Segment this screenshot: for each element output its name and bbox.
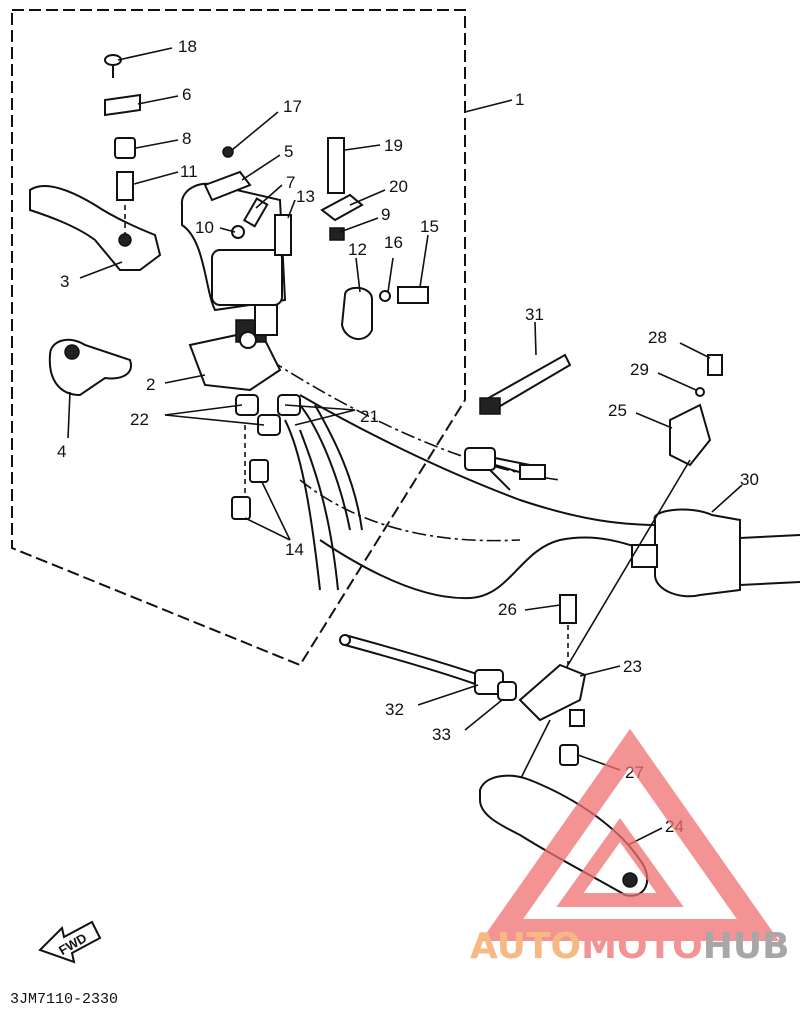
watermark-moto: MOTO — [581, 926, 703, 967]
cable-tie — [479, 353, 572, 415]
callout-18: 18 — [178, 37, 197, 56]
callout-leaders — [67, 47, 743, 846]
callout-28: 28 — [648, 328, 667, 347]
fittings — [231, 394, 301, 520]
switch-connector — [464, 447, 546, 491]
callout-3: 3 — [60, 272, 69, 291]
callout-2: 2 — [146, 375, 155, 394]
callout-9: 9 — [381, 205, 390, 224]
callout-31: 31 — [525, 305, 544, 324]
watermark-auto: AUTO — [470, 926, 581, 967]
master-cylinder — [188, 304, 282, 392]
fwd-arrow: FWD — [38, 920, 102, 964]
assembly-boundary — [11, 9, 466, 667]
callout-29: 29 — [630, 360, 649, 379]
small-parts-center — [203, 137, 429, 340]
callout-33: 33 — [432, 725, 451, 744]
callout-22: 22 — [130, 410, 149, 429]
automotohub-watermark: AUTOMOTOHUB — [470, 728, 790, 967]
callout-32: 32 — [385, 700, 404, 719]
callout-26: 26 — [498, 600, 517, 619]
callout-10: 10 — [195, 218, 214, 237]
grip-part-30 — [631, 508, 741, 598]
svg-text:AUTOMOTOHUB: AUTOMOTOHUB — [470, 926, 790, 967]
brake-hoses — [284, 404, 363, 591]
watermark-hub: HUB — [703, 926, 790, 967]
watermark-triangle-inner — [556, 817, 684, 907]
reservoir — [180, 182, 287, 312]
brake-lever-part-3 — [29, 185, 162, 271]
callout-5: 5 — [284, 142, 293, 161]
holder-part-25 — [564, 354, 723, 671]
callout-6: 6 — [182, 85, 191, 104]
callout-8: 8 — [182, 129, 191, 148]
callout-11: 11 — [180, 162, 198, 181]
diagram-code: 3JM7110-2330 — [10, 991, 118, 1008]
callout-30: 30 — [740, 470, 759, 489]
callout-21: 21 — [360, 407, 379, 426]
callout-13: 13 — [296, 187, 315, 206]
callout-20: 20 — [389, 177, 408, 196]
callout-12: 12 — [348, 240, 367, 259]
callout-4: 4 — [57, 442, 66, 461]
watermark-triangle-outer — [480, 728, 780, 941]
callout-15: 15 — [420, 217, 439, 236]
callout-17: 17 — [283, 97, 302, 116]
callout-1: 1 — [515, 90, 524, 109]
callout-7: 7 — [286, 173, 295, 192]
clamp-part-4 — [48, 338, 132, 397]
small-parts-left — [104, 54, 141, 235]
callout-25: 25 — [608, 401, 627, 420]
callout-labels: 18 6 8 11 17 5 7 13 10 19 20 9 15 16 12 … — [57, 37, 759, 836]
callout-19: 19 — [384, 136, 403, 155]
callout-23: 23 — [623, 657, 642, 676]
callout-14: 14 — [285, 540, 304, 559]
callout-16: 16 — [384, 233, 403, 252]
clutch-assembly — [339, 594, 587, 781]
